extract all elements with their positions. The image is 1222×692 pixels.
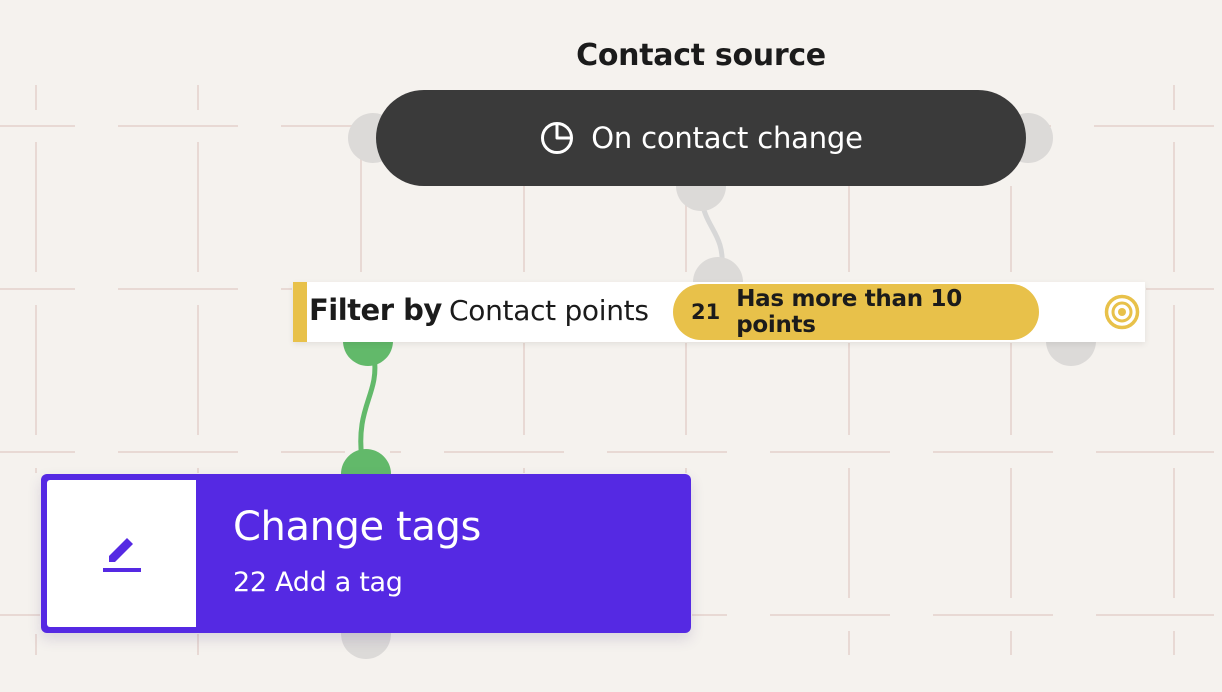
pencil-icon xyxy=(101,532,143,576)
filter-node[interactable]: Filter by Contact points 21 Has more tha… xyxy=(293,282,1145,342)
action-subtitle: 22 Add a tag xyxy=(233,567,403,598)
source-trigger-label: On contact change xyxy=(591,121,863,155)
pie-chart-icon xyxy=(539,120,575,156)
source-trigger-node[interactable]: On contact change xyxy=(376,90,1026,186)
filter-accent-bar xyxy=(293,282,307,342)
action-icon-box xyxy=(47,480,196,627)
filter-condition-pill[interactable]: 21 Has more than 10 points xyxy=(673,284,1039,340)
action-node[interactable]: Change tags 22 Add a tag xyxy=(41,474,691,633)
action-title: Change tags xyxy=(233,504,481,550)
source-node-title: Contact source xyxy=(576,38,826,73)
filter-keyword: Filter by xyxy=(309,293,442,327)
target-icon[interactable] xyxy=(1103,293,1141,331)
filter-condition-number: 21 xyxy=(691,300,721,324)
filter-condition-text: Has more than 10 points xyxy=(736,286,962,338)
filter-field[interactable]: Contact points xyxy=(449,294,649,327)
